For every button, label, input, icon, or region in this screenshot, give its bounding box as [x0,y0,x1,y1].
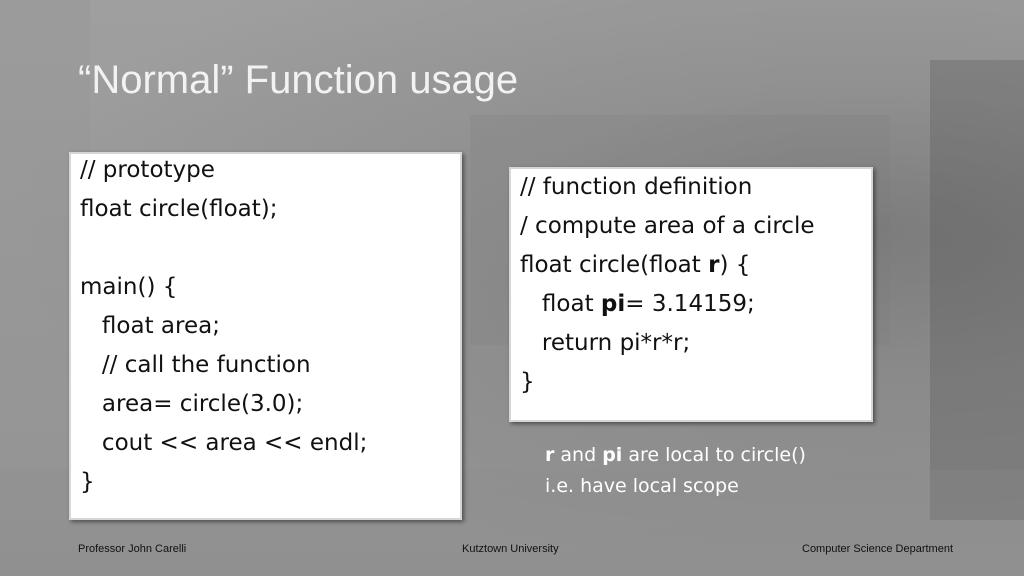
footer-presenter: Professor John Carelli [78,543,187,555]
code-line: / compute area of a circle [520,213,815,239]
code-line: } [80,469,95,495]
note-bold-r: r [545,444,555,466]
code-bold-param: r [708,252,720,278]
code-line: // call the function [80,352,311,378]
note-bold-pi: pi [602,444,623,466]
code-line: float area; [80,313,220,339]
definition-code-box: // function definition / compute area of… [509,167,873,422]
code-line: area= circle(3.0); [80,391,304,417]
background-tree-right [930,60,1024,520]
code-text: ) { [719,252,751,278]
code-line: return pi*r*r; [520,330,691,356]
code-line: float pi= 3.14159; [520,290,755,318]
note-text: and [554,444,603,466]
code-line: // function definition [520,174,753,200]
code-line: main() { [80,274,178,300]
code-text: = 3.14159; [625,291,755,317]
code-text: float circle(float [520,252,709,278]
code-line: float circle(float); [80,196,278,222]
code-bold-variable: pi [600,291,626,317]
code-text: float [520,291,601,317]
scope-note-line-1: r and pi are local to circle() [545,442,806,468]
footer-institution: Kutztown University [462,543,559,555]
code-line: // prototype [80,157,215,183]
code-line: float circle(float r) { [520,251,750,279]
footer-department: Computer Science Department [802,543,954,555]
scope-note-line-2: i.e. have local scope [545,475,739,497]
code-line: } [520,369,535,395]
code-line: cout << area << endl; [80,430,368,456]
slide-title: “Normal” Function usage [78,58,519,102]
note-text: are local to circle() [622,444,806,466]
prototype-code-box: // prototype float circle(float); main()… [69,152,462,520]
